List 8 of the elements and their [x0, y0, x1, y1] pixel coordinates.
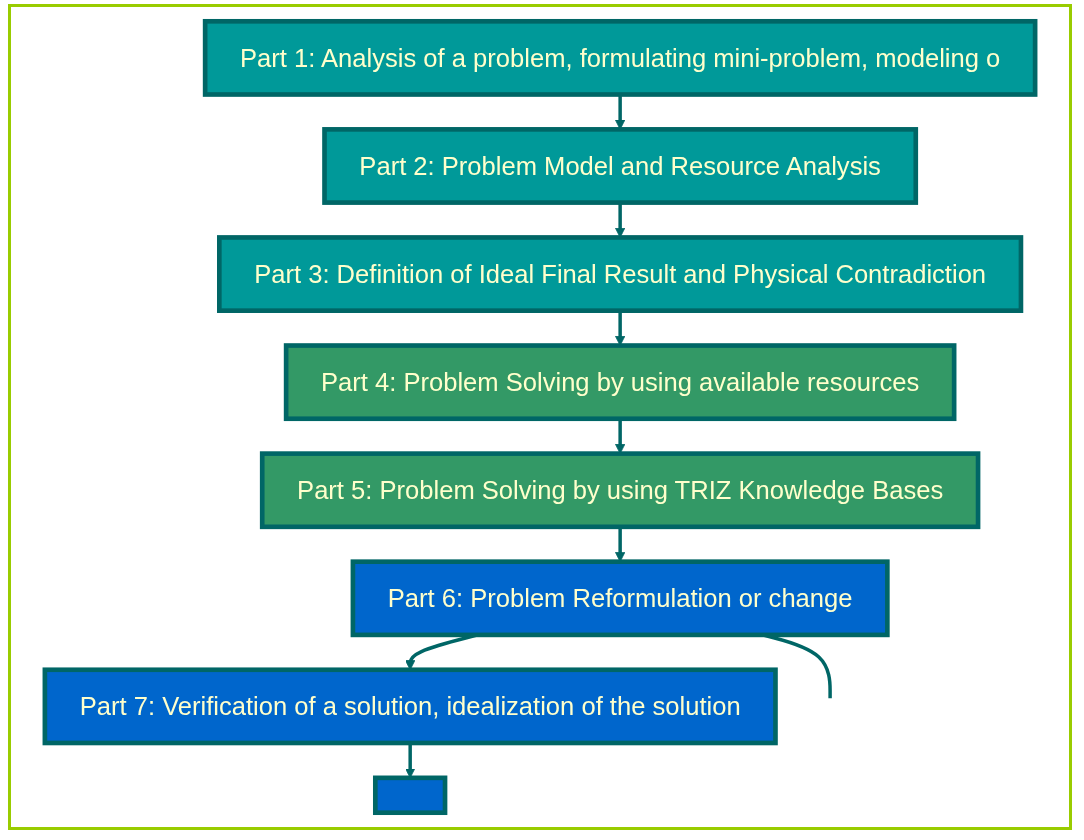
node-box: Part 5: Problem Solving by using TRIZ Knowledge Bases: [259, 451, 981, 530]
node-box: Part 4: Problem Solving by using available resources: [283, 343, 957, 422]
node-box: [373, 775, 448, 816]
node-box: Part 7: Verification of a solution, idealization of the solution: [42, 667, 778, 746]
node-box: Part 1: Analysis of a problem, formulating mini-problem, modeling o: [202, 18, 1038, 97]
node-box: Part 2: Problem Model and Resource Analysis: [322, 127, 919, 205]
node-box: Part 3: Definition of Ideal Final Result and Physical Contradiction: [217, 235, 1024, 313]
node-box: Part 6: Problem Reformulation or change: [350, 559, 890, 638]
